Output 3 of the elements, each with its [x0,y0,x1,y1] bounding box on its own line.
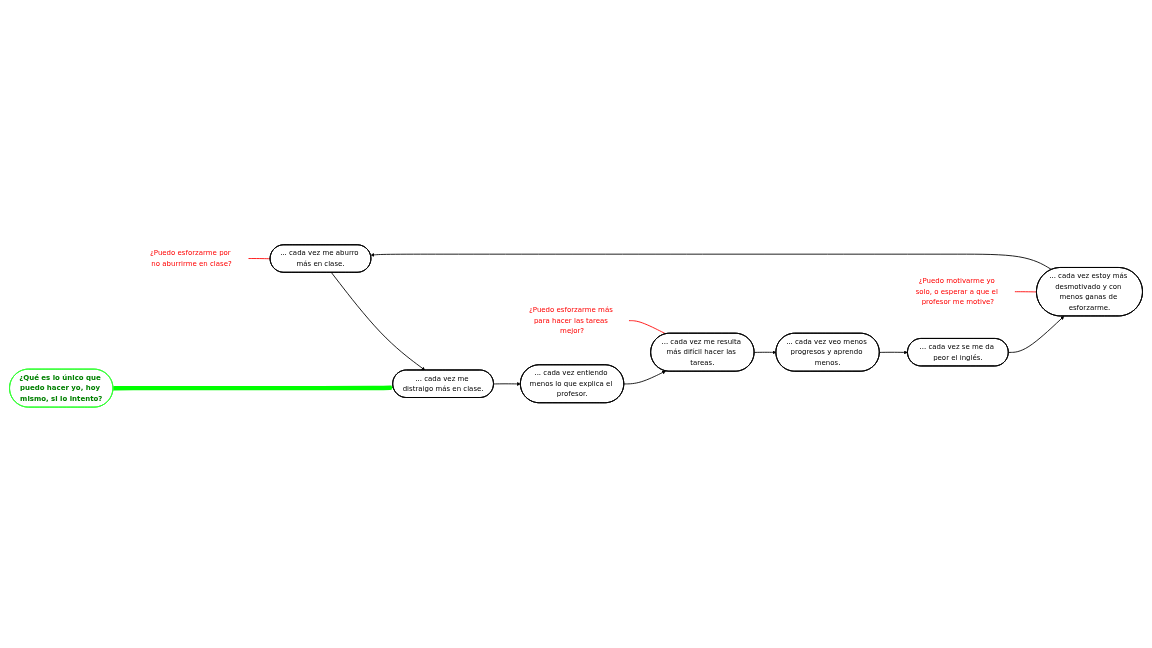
connector [247,257,271,259]
connector [1014,290,1038,293]
arrow [112,385,394,391]
